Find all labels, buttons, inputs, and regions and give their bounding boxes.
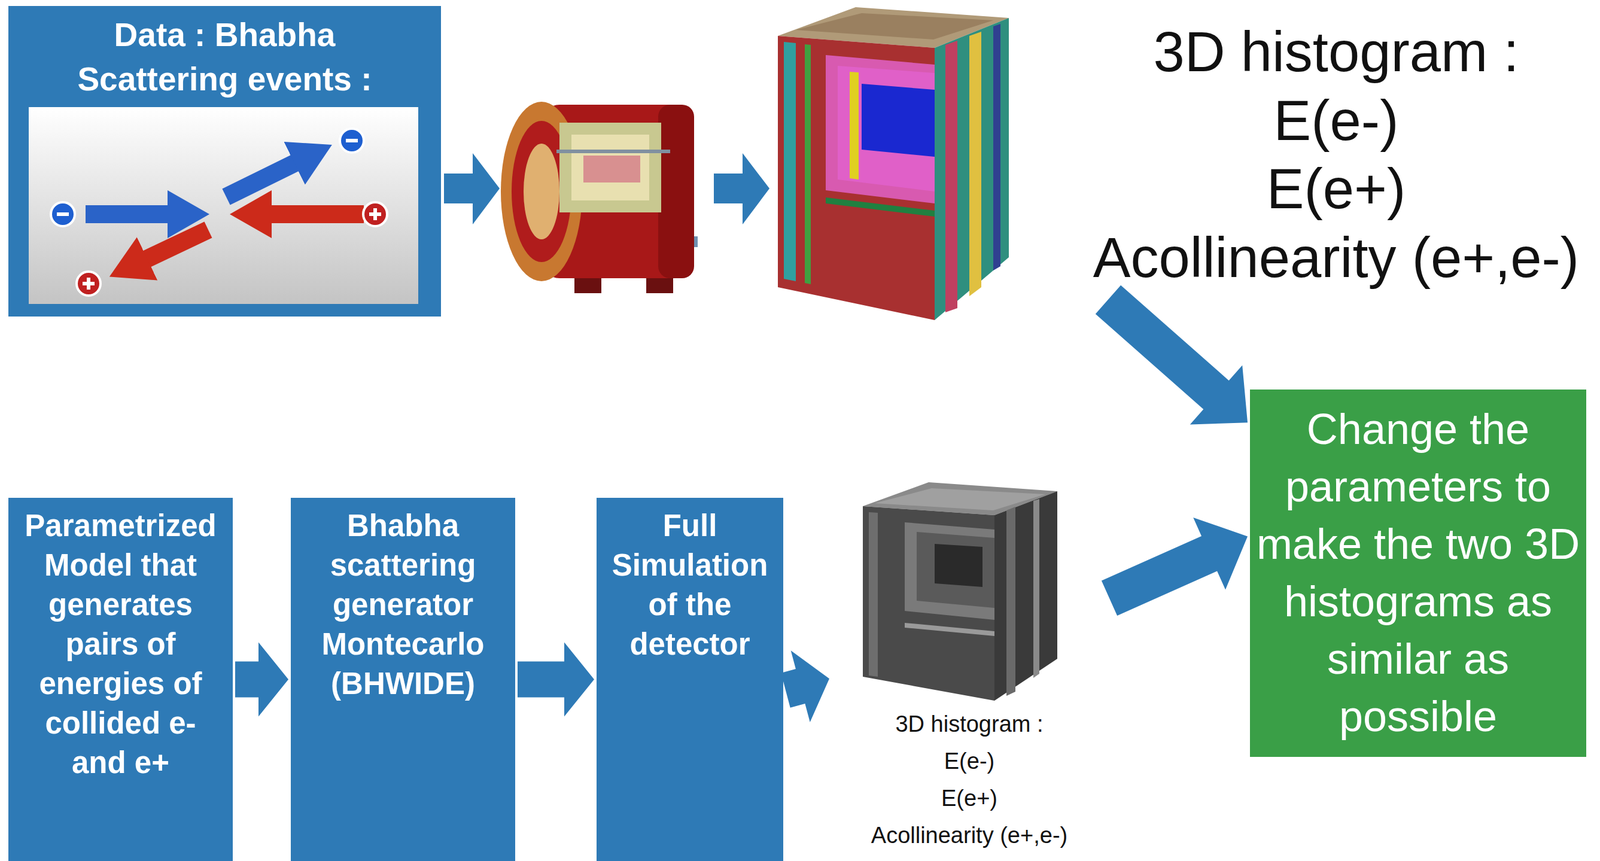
node-text: Data : Bhabha Scattering events :	[44, 13, 406, 102]
node-text: Acollinearity (e+,e-)	[1077, 223, 1596, 293]
node-text: Acollinearity (e+,e-)	[831, 817, 1107, 855]
simulated-histogram-cube	[856, 479, 1061, 704]
node-text: Change the parameters to make the two 3D…	[1253, 400, 1583, 746]
node-text: Parametrized Model that generates pairs …	[15, 506, 226, 783]
flow-arrow	[1101, 517, 1248, 616]
node-text: E(e-)	[831, 743, 1107, 781]
bhabha-scattering-sketch	[28, 107, 419, 304]
particle-arrow	[85, 157, 364, 264]
node-text: Bhabha scattering generator Montecarlo (…	[297, 506, 509, 704]
node-text: E(e+)	[831, 780, 1107, 818]
detector-drawing	[500, 101, 698, 294]
histogram-label: 3D histogram :E(e-)E(e+)Acollinearity (e…	[831, 475, 1107, 859]
node-text: E(e-)	[1077, 86, 1596, 156]
process-box: Full Simulation of the detector	[596, 497, 784, 861]
process-box: Bhabha scattering generator Montecarlo (…	[290, 497, 516, 861]
flow-arrow	[780, 650, 830, 723]
flow-arrow	[235, 642, 289, 717]
node-text: E(e+)	[1077, 154, 1596, 224]
flow-arrow	[517, 642, 595, 717]
histogram-label: 3D histogram :E(e-)E(e+)Acollinearity (e…	[1077, 17, 1596, 293]
charge-symbol	[50, 128, 388, 296]
process-box: Parametrized Model that generates pairs …	[8, 497, 233, 861]
node-text: Full Simulation of the detector	[603, 506, 777, 665]
node-text: 3D histogram :	[831, 706, 1107, 744]
data-box: Data : Bhabha Scattering events :	[8, 5, 441, 317]
goal-box: Change the parameters to make the two 3D…	[1249, 389, 1587, 757]
histogram-cube	[777, 7, 1009, 321]
node-text: 3D histogram :	[1077, 17, 1596, 87]
flow-arrow	[1095, 285, 1248, 425]
